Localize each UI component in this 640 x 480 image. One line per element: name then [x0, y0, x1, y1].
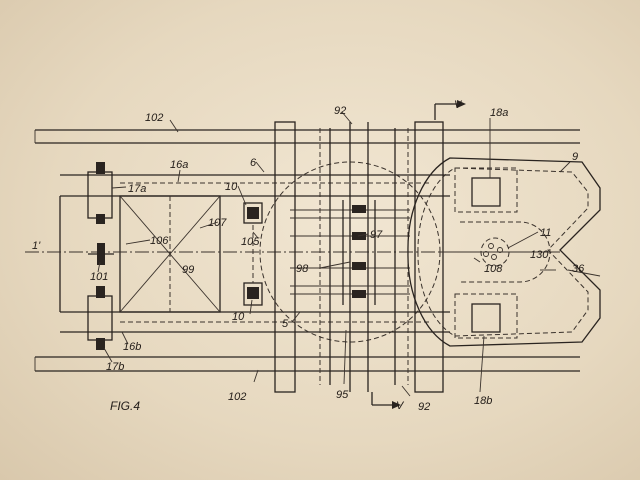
label-11: 11	[540, 227, 551, 239]
label-5: 5	[282, 318, 289, 330]
label-107: 107	[208, 217, 227, 229]
section-marker-bottom	[371, 392, 401, 409]
mount-block-18b	[454, 293, 518, 339]
locking-jaw	[460, 221, 551, 283]
label-99: 99	[182, 264, 194, 276]
pivot-block-bottom	[243, 282, 263, 306]
label-10-bottom: 10	[232, 311, 245, 323]
label-36: 36	[572, 263, 585, 275]
label-97: 97	[370, 229, 383, 241]
label-92-top: 92	[334, 105, 346, 117]
label-101: 101	[90, 271, 108, 283]
label-1-prime: 1'	[32, 240, 41, 252]
left-brace-frame	[59, 195, 221, 313]
frame-members	[60, 174, 450, 333]
pivot-block-top	[243, 202, 263, 224]
label-105: 105	[241, 236, 260, 248]
label-106: 106	[150, 235, 169, 247]
label-16a: 16a	[170, 159, 188, 171]
bracket-17b	[87, 286, 113, 350]
label-130: 130	[530, 249, 549, 261]
bracket-17a	[87, 162, 113, 224]
label-102-bottom: 102	[228, 391, 246, 403]
side-rails	[34, 129, 580, 372]
section-marker-top	[434, 100, 466, 120]
label-17b: 17b	[106, 361, 124, 373]
section-label-top: V	[454, 99, 463, 111]
label-18a: 18a	[490, 107, 508, 119]
label-92-bottom: 92	[418, 401, 430, 413]
label-17a: 17a	[128, 183, 146, 195]
pin-101	[88, 243, 114, 265]
label-9: 9	[572, 151, 578, 163]
figure-caption: FIG.4	[110, 399, 140, 413]
label-16b: 16b	[123, 341, 141, 353]
label-10-top: 10	[225, 181, 238, 193]
label-102-top: 102	[145, 112, 163, 124]
mount-block-18a	[454, 167, 518, 213]
leader-lines	[97, 111, 601, 397]
label-108: 108	[484, 263, 503, 275]
label-18b: 18b	[474, 395, 492, 407]
label-6: 6	[250, 157, 257, 169]
section-label-bottom: V	[396, 400, 405, 412]
label-98: 98	[296, 263, 309, 275]
label-95: 95	[336, 389, 349, 401]
central-housing	[290, 122, 410, 392]
fifth-wheel-plate	[407, 157, 601, 347]
